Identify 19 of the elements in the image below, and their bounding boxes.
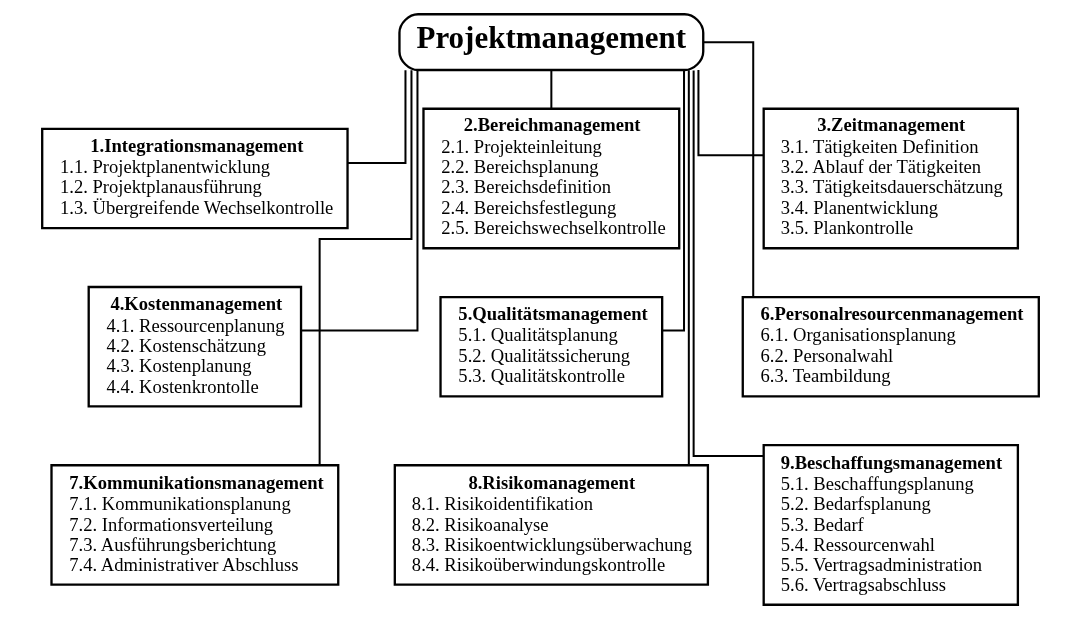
connector [696,70,764,157]
connector [347,70,406,165]
connector [687,70,690,466]
node-box: 2.Bereichmanagement 2.1. Projekteinleitung 2.2. Bereichsplanung 2.3. Bereichsdefinition 2.4. Bereichsfestlegung 2.5. Bereichswechselkontrolle [421,107,680,250]
connector [702,41,754,298]
node-box: 6.Personalresourcenmanagement 6.1. Organisationsplanung 6.2. Personalwahl 6.3. Teambildung [741,295,1040,398]
node-box: 5.Qualitätsmanagement 5.1. Qualitätsplanung 5.2. Qualitätssicherung 5.3. Qualitätskontrolle [438,295,663,398]
connector [662,70,685,332]
node-box: 3.Zeitmanagement 3.1. Tätigkeiten Definition 3.2. Ablauf der Tätigkeiten 3.3. Tätigkeitsdauerschätzung 3.4. Planentwicklung 3.5. Plankontrolle [762,107,1019,250]
connector [318,70,412,465]
node-box: 8.Risikomanagement 8.1. Risikoidentifikation 8.2. Risikoanalyse 8.3. Risikoentwicklungsüberwachung 8.4. Risikoüberwindungskontrolle [393,464,709,586]
node-box: 7.Kommunikationsmanagement 7.1. Kommunikationsplanung 7.2. Informationsverteilung 7.3. Ausführungsberichtung 7.4. Administrativer Abschluss [49,464,339,586]
connector [692,70,763,457]
connector [301,70,418,332]
node-box: 4.Kostenmanagement 4.1. Ressourcenplanung 4.2. Kostenschätzung 4.3. Kostenplanung 4.4. Kostenkrontolle [87,285,302,408]
node-box: 9.Beschaffungsmanagement 5.1. Beschaffungsplanung 5.2. Bedarfsplanung 5.3. Bedarf 5.4. Ressourcenwahl 5.5. Vertragsadministration 5.6. Vertragsabschluss [762,443,1019,606]
connector [549,70,552,109]
node-box: 1.Integrationsmanagement 1.1. Projektplanentwicklung 1.2. Projektplanausführung 1.3. Übergreifende Wechselkontrolle [40,127,349,230]
node-box: Projektmanagement [397,13,704,72]
